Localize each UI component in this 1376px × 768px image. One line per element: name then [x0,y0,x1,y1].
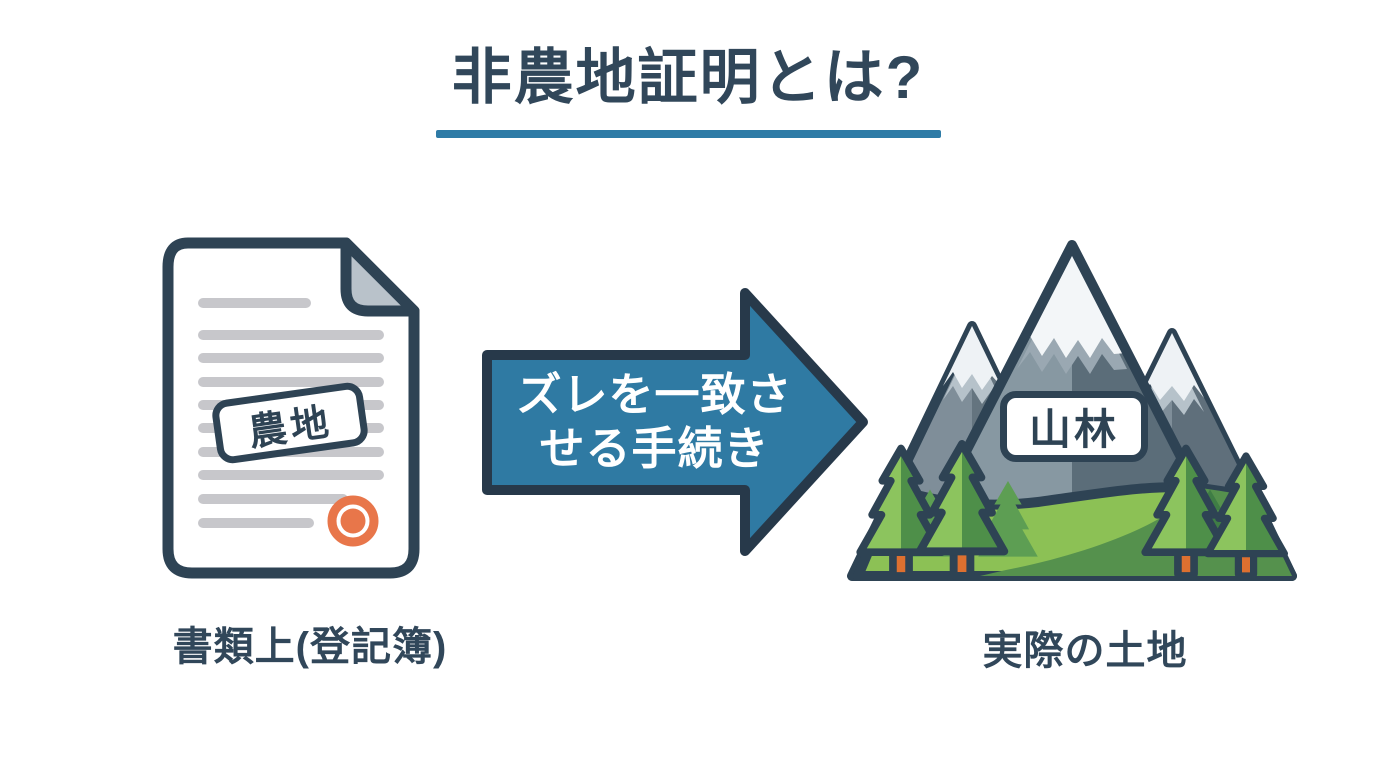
round-seal-icon [327,495,379,547]
page-title: 非農地証明とは? [451,44,925,111]
text-line [198,298,311,308]
snow-cap [1140,333,1204,401]
pine-tree [860,449,942,580]
folded-corner-icon [340,237,420,317]
snow-cap [1017,245,1127,358]
title-block: 非農地証明とは? [338,40,1038,138]
mountain-forest-icon [847,240,1297,581]
pine-tree [920,444,1004,580]
farmland-stamp-label: 農地 [246,400,336,455]
arrow-caption-line1: ズレを一致さ [516,369,793,420]
arrow-shape [482,288,868,556]
arrow-caption: ズレを一致さ せる手続き [492,368,817,476]
left-caption: 書類上(登記簿) [172,625,448,669]
title-underline [435,130,941,138]
right-arrow-icon [482,288,868,556]
text-line [198,353,384,363]
text-line [198,330,384,340]
text-line [198,518,314,528]
text-line [198,494,348,504]
forest-land-label-text: 山林 [1028,406,1119,453]
text-line [198,470,384,480]
arrow-caption-line2: せる手続き [539,423,770,474]
pine-tree [1145,449,1227,580]
snow-cap [943,326,1001,390]
forest-land-label: 山林 [1000,391,1148,462]
pine-tree [1208,456,1285,580]
right-caption: 実際の土地 [982,629,1188,673]
